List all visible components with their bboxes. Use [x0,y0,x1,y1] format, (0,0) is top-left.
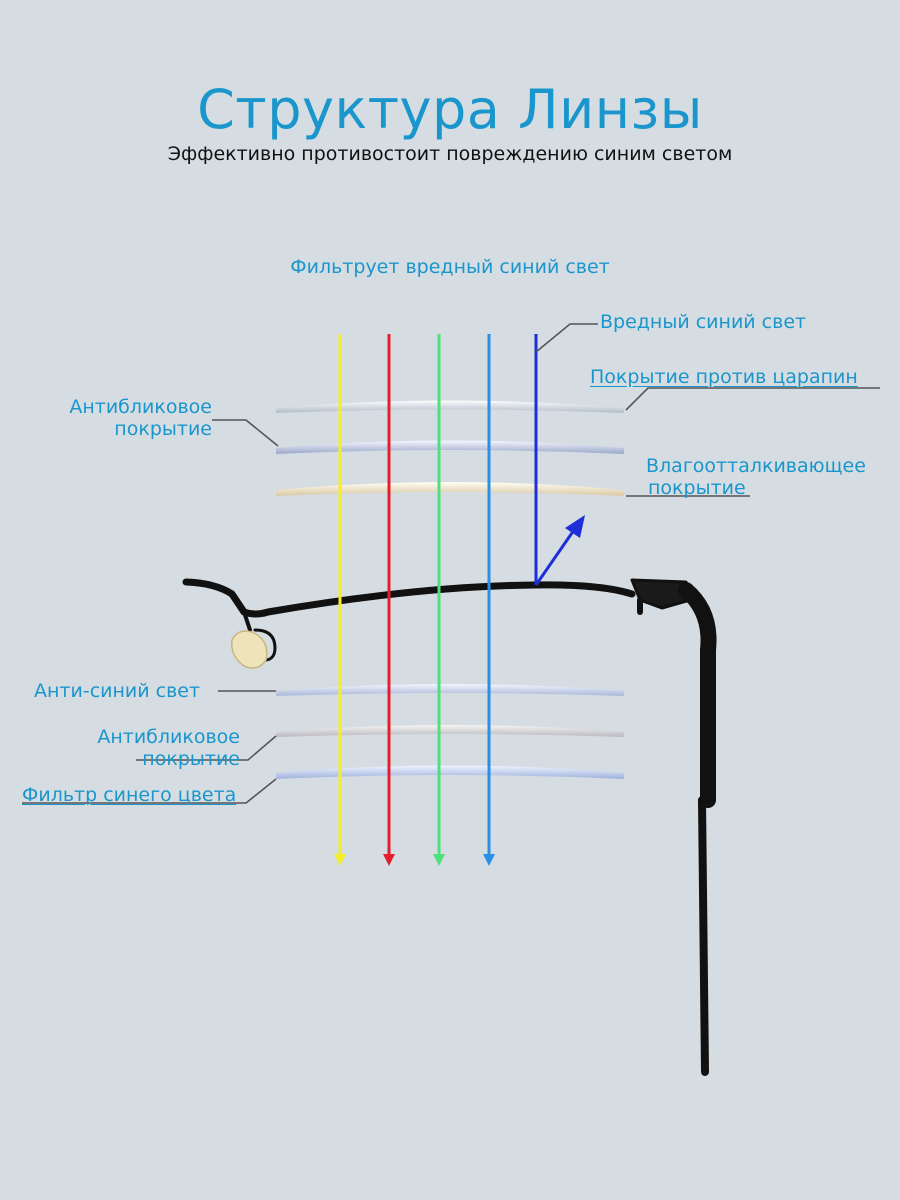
lens-layer-scratch [276,400,624,413]
ray-green-arrowhead [433,854,445,866]
glasses-frame [182,578,717,1076]
label-scratch-coating: Покрытие против царапин [590,366,858,388]
lens-layer-water-repellent [276,482,624,496]
label-harmful-blue-light: Вредный синий свет [600,311,807,333]
ray-yellow-arrowhead [334,854,346,866]
page-subtitle: Эффективно противостоит повреждению сини… [167,143,733,165]
page-title: Структура Линзы [197,78,703,141]
leader-lines [22,323,880,804]
ray-red-arrowhead [383,854,395,866]
label-antiglare-top: Антибликовое покрытие [69,396,212,440]
nose-pad [231,630,268,669]
ray-harmful-arrowhead [565,515,585,538]
lens-layer-anti-blue [276,684,624,696]
label-antiglare-bottom: Антибликовое покрытие [97,726,240,770]
label-anti-blue-light: Анти-синий свет [34,680,201,702]
lens-layer-antiglare-top [276,440,624,454]
label-blue-filter: Фильтр синего цвета [22,784,237,806]
light-rays [334,334,585,866]
label-water-repellent: Влагоотталкивающее покрытие [646,455,866,499]
lens-layer-antiglare-bottom [276,725,624,737]
ray-blue-arrowhead [483,854,495,866]
lens-layer-blue-filter [276,765,624,779]
label-filter-harmful-blue: Фильтрует вредный синий свет [290,256,610,278]
ray-harmful-reflected [534,529,576,586]
